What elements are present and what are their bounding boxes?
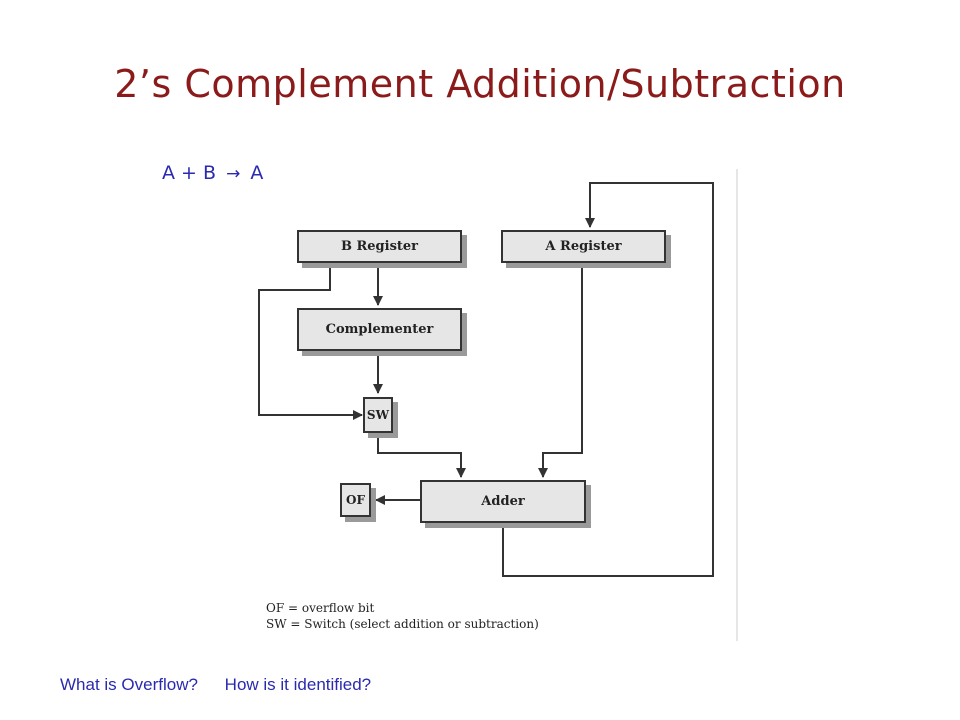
question-overflow: What is Overflow? [60, 675, 198, 694]
b-register-block: B Register [297, 230, 462, 263]
a-register-block: A Register [501, 230, 666, 263]
adder-subtractor-diagram: B Register A Register Complementer SW Ad… [250, 165, 750, 645]
diagram-connectors [258, 169, 738, 641]
of-block: OF [340, 483, 371, 517]
adder-to-a-feedback-arrow [502, 182, 714, 577]
legend-of: OF = overflow bit [266, 601, 375, 615]
formula-left: A + B [162, 162, 217, 184]
legend-sw: SW = Switch (select addition or subtract… [266, 617, 539, 631]
right-arrow-icon: → [226, 164, 241, 184]
slide-title: 2’s Complement Addition/Subtraction [114, 62, 846, 106]
complementer-block: Complementer [297, 308, 462, 351]
questions: What is Overflow? How is it identified? [60, 675, 371, 695]
formula-right: A [250, 162, 264, 184]
b-bypass-to-sw-arrow [258, 263, 363, 420]
sw-to-adder-arrow [377, 433, 466, 478]
question-identification: How is it identified? [224, 675, 372, 694]
diagram-legend: OF = overflow bit SW = Switch (select ad… [266, 600, 539, 632]
formula: A + B → A [162, 162, 263, 184]
adder-block: Adder [420, 480, 586, 523]
sw-block: SW [363, 397, 393, 433]
a-to-adder-arrow [538, 263, 583, 478]
